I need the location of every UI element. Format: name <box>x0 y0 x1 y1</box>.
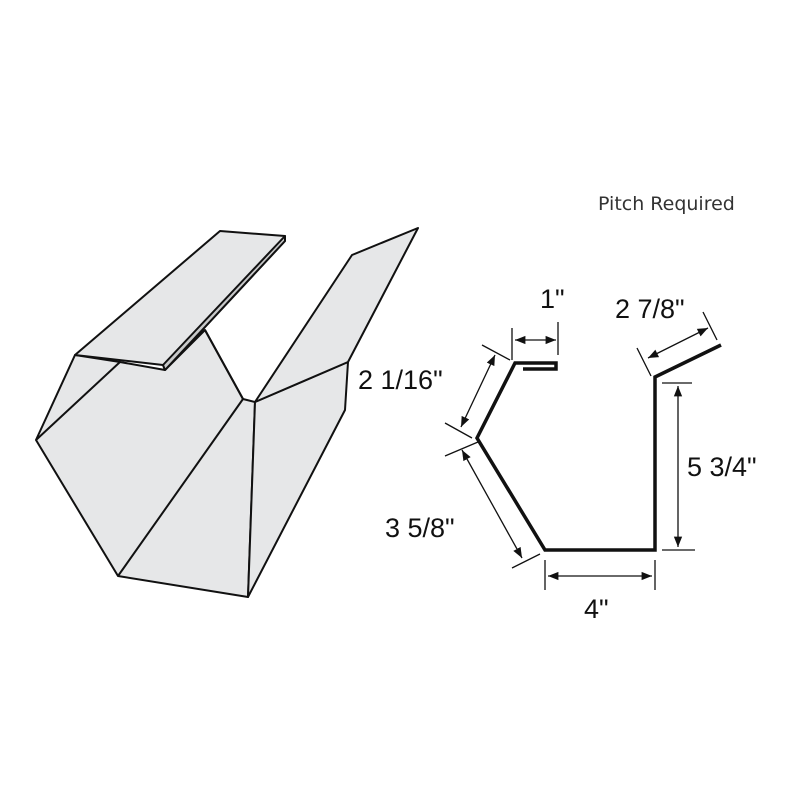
dim-lower-face-label: 3 5/8" <box>385 513 455 543</box>
dim-hem-label: 1" <box>540 284 565 314</box>
dim-upper-face-label: 2 1/16" <box>358 365 443 395</box>
dim-bottom-label: 4" <box>584 594 609 624</box>
fold-line <box>35 361 121 441</box>
hem-edge <box>162 235 286 371</box>
dim-back-label: 5 3/4" <box>687 452 757 482</box>
fold-line <box>117 398 244 577</box>
fold-line <box>204 329 244 400</box>
front-face <box>35 329 256 598</box>
right-flange <box>254 227 419 403</box>
gutter-3d-view <box>35 227 419 598</box>
gutter-profile <box>474 343 722 552</box>
pitch-required-note: Pitch Required <box>598 193 735 215</box>
dimension-lines <box>444 311 718 590</box>
dim-back-flange-label: 2 7/8" <box>615 294 685 324</box>
